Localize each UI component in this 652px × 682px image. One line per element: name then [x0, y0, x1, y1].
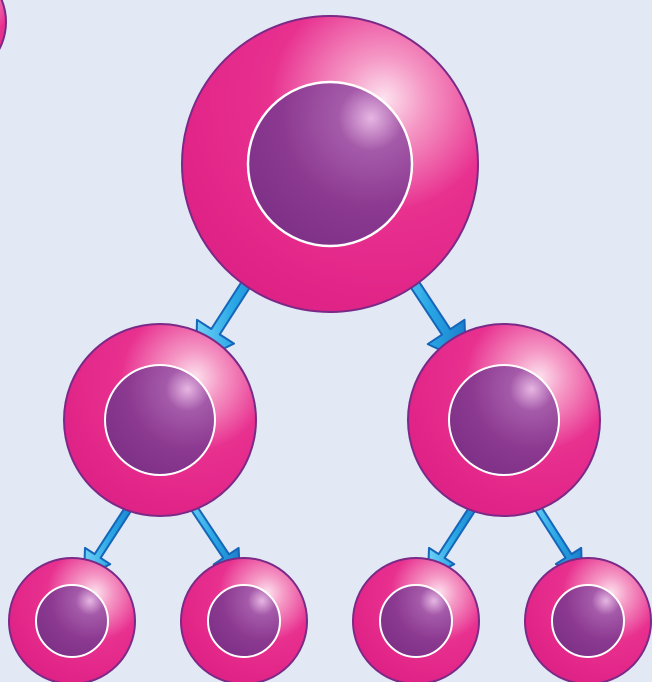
- cell-icon: [182, 16, 478, 312]
- cell-icon: [525, 558, 651, 682]
- nucleus-icon: [36, 585, 108, 657]
- cell-icon: [9, 558, 135, 682]
- nucleus-icon: [449, 365, 559, 475]
- cell-icon: [181, 558, 307, 682]
- cell-icon: [408, 324, 600, 516]
- nucleus-icon: [248, 82, 412, 246]
- cell-icon: [353, 558, 479, 682]
- partial-cell-icon: [0, 0, 6, 80]
- nucleus-icon: [552, 585, 624, 657]
- nucleus-icon: [105, 365, 215, 475]
- cell-icon: [64, 324, 256, 516]
- nucleus-icon: [380, 585, 452, 657]
- nucleus-icon: [208, 585, 280, 657]
